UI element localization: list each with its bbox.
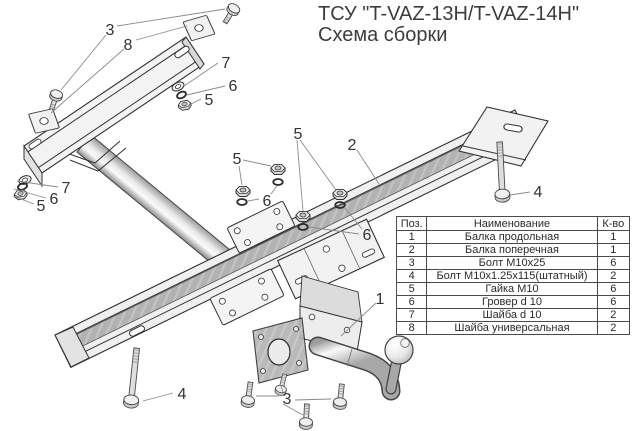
tow-ball xyxy=(384,335,414,365)
callout-7: 7 xyxy=(222,55,231,72)
title-line-2: Схема сборки xyxy=(318,24,448,46)
callout-3: 3 xyxy=(283,391,292,408)
cell-qty: 1 xyxy=(596,230,631,244)
bolt-m10x25 xyxy=(332,382,349,411)
longitudinal-beam xyxy=(23,36,248,282)
cell-qty: 6 xyxy=(596,282,631,296)
mounting-plate-lower xyxy=(210,268,284,326)
callout-1: 1 xyxy=(376,291,385,308)
nut-m10 xyxy=(295,211,311,222)
side-plate-hole xyxy=(260,368,266,374)
cell-pos: 8 xyxy=(395,321,428,335)
universal-washer xyxy=(182,14,216,42)
bolt-m10x25 xyxy=(219,1,242,27)
grover-d10 xyxy=(272,178,284,186)
base-plate-hole xyxy=(308,313,316,321)
side-plate-hole xyxy=(293,326,299,332)
cell-pos: 2 xyxy=(395,243,428,257)
callout-6: 6 xyxy=(263,193,272,210)
cell-name: Гровер d 10 xyxy=(426,295,598,309)
cell-pos: 7 xyxy=(395,308,428,322)
side-plate-hole xyxy=(258,334,264,340)
beam-left-endcap xyxy=(23,144,43,188)
table-header-row: Поз. Наименование К-во xyxy=(395,216,631,231)
cell-name: Шайба универсальная xyxy=(426,321,598,335)
cell-pos: 1 xyxy=(395,230,428,244)
cell-pos: 4 xyxy=(395,269,428,283)
header-pos: Поз. xyxy=(395,216,428,231)
callout-7: 7 xyxy=(62,180,71,197)
callouts: 3 8 7 6 5 7 6 5 5 6 5 6 2 1 4 4 3 xyxy=(37,22,543,408)
header-name: Наименование xyxy=(426,216,598,231)
leader-lines xyxy=(12,8,531,416)
beam-right-endcap xyxy=(181,36,205,70)
cell-pos: 3 xyxy=(395,256,428,270)
table-row: 7 Шайба d 10 2 xyxy=(395,308,631,322)
cell-name: Балка поперечная xyxy=(426,243,598,257)
cell-name: Балка продольная xyxy=(426,230,598,244)
cell-name: Гайка М10 xyxy=(426,282,598,296)
tow-ball-mark xyxy=(400,338,410,348)
callout-4: 4 xyxy=(534,184,543,201)
callout-3: 3 xyxy=(106,22,115,39)
callout-2: 2 xyxy=(348,137,357,154)
drawing-title: ТСУ "T-VAZ-13H/T-VAZ-14H" Схема сборки xyxy=(318,4,638,46)
mounting-plate-upper xyxy=(227,201,295,253)
cell-name: Болт М10х25 xyxy=(426,256,598,270)
table-row: 1 Балка продольная 1 xyxy=(395,230,631,244)
callout-8: 8 xyxy=(124,37,133,54)
cell-qty: 6 xyxy=(596,295,631,309)
table-row: 3 Болт М10х25 6 xyxy=(395,256,631,270)
cell-qty: 1 xyxy=(596,243,631,257)
grover-d10 xyxy=(175,89,188,101)
callout-5: 5 xyxy=(294,126,303,143)
table-row: 6 Гровер d 10 6 xyxy=(395,295,631,309)
header-qty: К-во xyxy=(596,216,631,231)
cell-qty: 2 xyxy=(596,269,631,283)
cell-qty: 6 xyxy=(596,256,631,270)
grover-d10 xyxy=(236,198,248,206)
title-line-1: ТСУ "T-VAZ-13H/T-VAZ-14H" xyxy=(318,3,580,25)
callout-6: 6 xyxy=(363,227,372,244)
side-plate-big-hole xyxy=(267,338,291,366)
cell-pos: 6 xyxy=(395,295,428,309)
nut-m10 xyxy=(235,186,251,197)
table-row: 2 Балка поперечная 1 xyxy=(395,243,631,257)
callout-5: 5 xyxy=(37,198,46,215)
table-row: 4 Болт М10х1.25х115(штатный) 2 xyxy=(395,269,631,283)
bolt-m10x115 xyxy=(122,346,145,410)
cell-name: Шайба d 10 xyxy=(426,308,598,322)
callout-6: 6 xyxy=(229,78,238,95)
parts-table: Поз. Наименование К-во 1 Балка продольна… xyxy=(395,216,631,335)
cross-beam xyxy=(54,106,549,369)
bolt-m10x25 xyxy=(240,380,258,409)
bolt-m10x25 xyxy=(298,403,314,431)
hitch-bracket-assembly xyxy=(210,201,414,401)
callout-6: 6 xyxy=(50,191,59,208)
tow-ball-arm xyxy=(308,336,402,401)
nut-m10 xyxy=(177,99,193,112)
nut-m10 xyxy=(332,189,348,200)
cell-pos: 5 xyxy=(395,282,428,296)
nut-m10 xyxy=(270,164,286,175)
cell-name: Болт М10х1.25х115(штатный) xyxy=(426,269,598,283)
callout-4: 4 xyxy=(178,386,187,403)
cross-beam-left-endcap xyxy=(54,326,90,368)
bolt-m10x25 xyxy=(45,87,65,113)
cell-qty: 2 xyxy=(596,321,631,335)
cell-qty: 2 xyxy=(596,308,631,322)
callout-5: 5 xyxy=(233,151,242,168)
callout-5: 5 xyxy=(205,92,214,109)
table-row: 5 Гайка М10 6 xyxy=(395,282,631,296)
table-row: 8 Шайба универсальная 2 xyxy=(395,321,631,335)
side-plate-hole xyxy=(296,360,302,366)
